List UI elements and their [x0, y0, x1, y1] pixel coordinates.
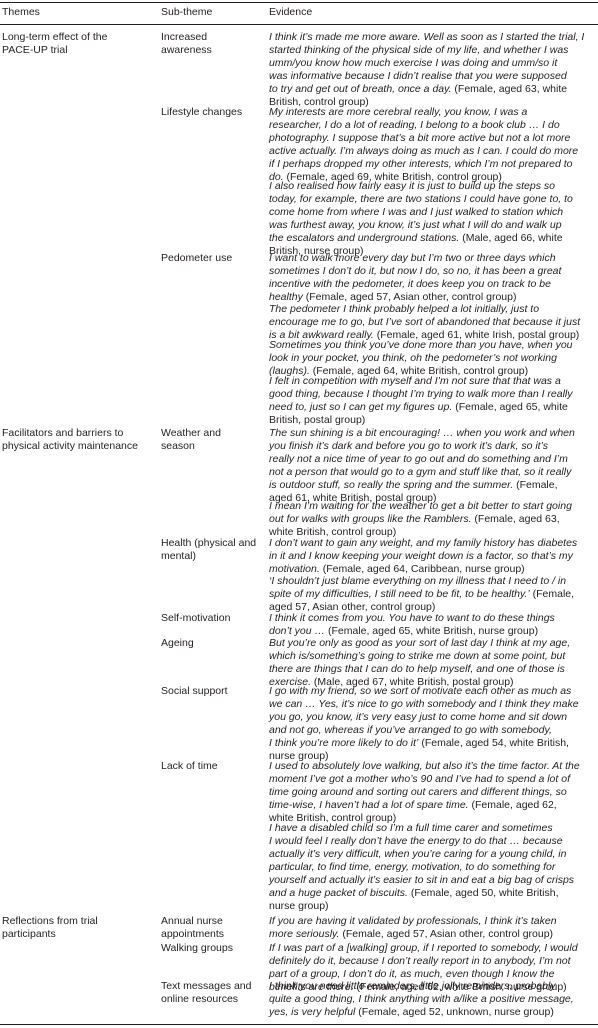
evidence-cell: I have a disabled child so I’m a full ti…: [269, 822, 596, 913]
subtheme-label: Pedometer use: [161, 252, 233, 264]
evidence-cell: The sun shining is a bit encouraging! … …: [269, 427, 596, 505]
evidence-cell: I also realised how fairly easy it is ju…: [269, 180, 596, 258]
evidence-cell: ‘I shouldn’t just blame everything on my…: [269, 575, 596, 614]
subtheme-label: Social support: [161, 685, 228, 697]
theme-label: Long-term effect of the PACE-UP trial: [2, 31, 108, 56]
header-themes: Themes: [2, 6, 40, 18]
header-evidence: Evidence: [269, 6, 313, 18]
evidence-quote: Sometimes you think you’ve done more tha…: [269, 339, 573, 377]
evidence-cell: I used to absolutely love walking, but a…: [269, 760, 596, 825]
evidence-attribution: (Female, aged 57, Asian other, control g…: [302, 291, 517, 303]
subtheme-label: Lifestyle changes: [161, 106, 243, 118]
evidence-cell: If you are having it validated by profes…: [269, 915, 596, 941]
evidence-attribution: (Female, aged 57, Asian other, control g…: [339, 928, 554, 940]
evidence-attribution: (Female, aged 54, white British, nurse g…: [269, 737, 569, 762]
subtheme-label: Text messages and online resources: [161, 980, 252, 1005]
evidence-quote: I want to walk more every day but I’m tw…: [269, 252, 562, 303]
header-rule: [0, 24, 598, 25]
header-subtheme: Sub-theme: [161, 6, 213, 18]
evidence-quote: If I was part of a [walking] group, if I…: [269, 942, 578, 993]
evidence-attribution: (Female, aged 65, white British, nurse g…: [325, 625, 539, 637]
theme-label: Facilitators and barriers to physical ac…: [2, 427, 138, 452]
evidence-cell: I felt in competition with myself and I’…: [269, 375, 596, 427]
subtheme-label: Weather and season: [161, 427, 221, 452]
evidence-quote: I go with my friend, so we sort of motiv…: [269, 685, 579, 749]
evidence-quote: I don’t want to gain any weight, and my …: [269, 537, 578, 575]
evidence-attribution: (Female, aged 52, unknown, nurse group): [355, 1006, 554, 1018]
evidence-attribution: (Male, aged 66, white British, nurse gro…: [269, 232, 563, 257]
evidence-attribution: (Male, aged 67, white British, postal gr…: [311, 676, 514, 688]
evidence-cell: I think it comes from you. You have to w…: [269, 612, 596, 638]
evidence-quote: The sun shining is a bit encouraging! … …: [269, 427, 575, 491]
evidence-cell: I don’t want to gain any weight, and my …: [269, 537, 596, 576]
evidence-quote: I think it’s made me more aware. Well as…: [269, 31, 585, 95]
table-bottom-rule: [0, 1024, 598, 1025]
evidence-cell: The pedometer I think probably helped a …: [269, 303, 596, 342]
evidence-attribution: (Female, aged 62, white British, control…: [269, 799, 557, 824]
evidence-attribution: (Female, aged 62, white British, nurse g…: [353, 981, 567, 993]
table-top-rule: [0, 2, 598, 3]
evidence-attribution: (Female, aged 61, white Irish, postal gr…: [373, 329, 580, 341]
evidence-quote: The pedometer I think probably helped a …: [269, 303, 581, 341]
evidence-cell: I want to walk more every day but I’m tw…: [269, 252, 596, 304]
evidence-cell: But you’re only as good as your sort of …: [269, 637, 596, 689]
evidence-quote: I think you need little reminders, littl…: [269, 980, 574, 1018]
subtheme-label: Walking groups: [161, 942, 233, 954]
evidence-cell: My interests are more cerebral really, y…: [269, 106, 596, 184]
evidence-quote: I have a disabled child so I’m a full ti…: [269, 822, 575, 899]
evidence-quote: I used to absolutely love walking, but a…: [269, 760, 580, 811]
evidence-quote: I also realised how fairly easy it is ju…: [269, 180, 573, 244]
evidence-attribution: (Female, aged 63, white British, control…: [269, 83, 568, 108]
evidence-cell: If I was part of a [walking] group, if I…: [269, 942, 596, 994]
evidence-attribution: (Female, aged 69, white British, control…: [283, 171, 502, 183]
subtheme-label: Ageing: [161, 637, 194, 649]
evidence-quote: I think it comes from you. You have to w…: [269, 612, 555, 637]
evidence-cell: I think it’s made me more aware. Well as…: [269, 31, 596, 109]
evidence-cell: Sometimes you think you’ve done more tha…: [269, 339, 596, 378]
evidence-quote: If you are having it validated by profes…: [269, 915, 557, 940]
evidence-quote: ‘I shouldn’t just blame everything on my…: [269, 575, 567, 600]
evidence-quote: My interests are more cerebral really, y…: [269, 106, 579, 183]
evidence-quote: I felt in competition with myself and I’…: [269, 375, 573, 413]
evidence-attribution: (Female, aged 63, white British, control…: [269, 513, 560, 538]
evidence-attribution: (Female, aged 65, white British, postal …: [269, 401, 568, 426]
subtheme-label: Increased awareness: [161, 31, 212, 56]
evidence-cell: I mean I’m waiting for the weather to ge…: [269, 500, 596, 539]
theme-label: Reflections from trial participants: [2, 915, 98, 940]
evidence-quote: But you’re only as good as your sort of …: [269, 637, 571, 688]
evidence-attribution: (Female, aged 50, white British, nurse g…: [269, 887, 559, 912]
evidence-cell: I think you need little reminders, littl…: [269, 980, 596, 1019]
evidence-attribution: (Female, aged 57, Asian other, control g…: [269, 588, 575, 613]
evidence-attribution: (Female, aged 61, white British, postal …: [269, 479, 558, 504]
subtheme-label: Annual nurse appointments: [161, 915, 225, 940]
subtheme-label: Lack of time: [161, 760, 218, 772]
evidence-attribution: (Female, aged 64, white British, control…: [309, 365, 529, 377]
evidence-cell: I go with my friend, so we sort of motiv…: [269, 685, 596, 763]
subtheme-label: Health (physical and mental): [161, 537, 257, 562]
subtheme-label: Self-motivation: [161, 612, 231, 624]
evidence-attribution: (Female, aged 64, Caribbean, nurse group…: [319, 563, 525, 575]
evidence-quote: I mean I’m waiting for the weather to ge…: [269, 500, 572, 525]
